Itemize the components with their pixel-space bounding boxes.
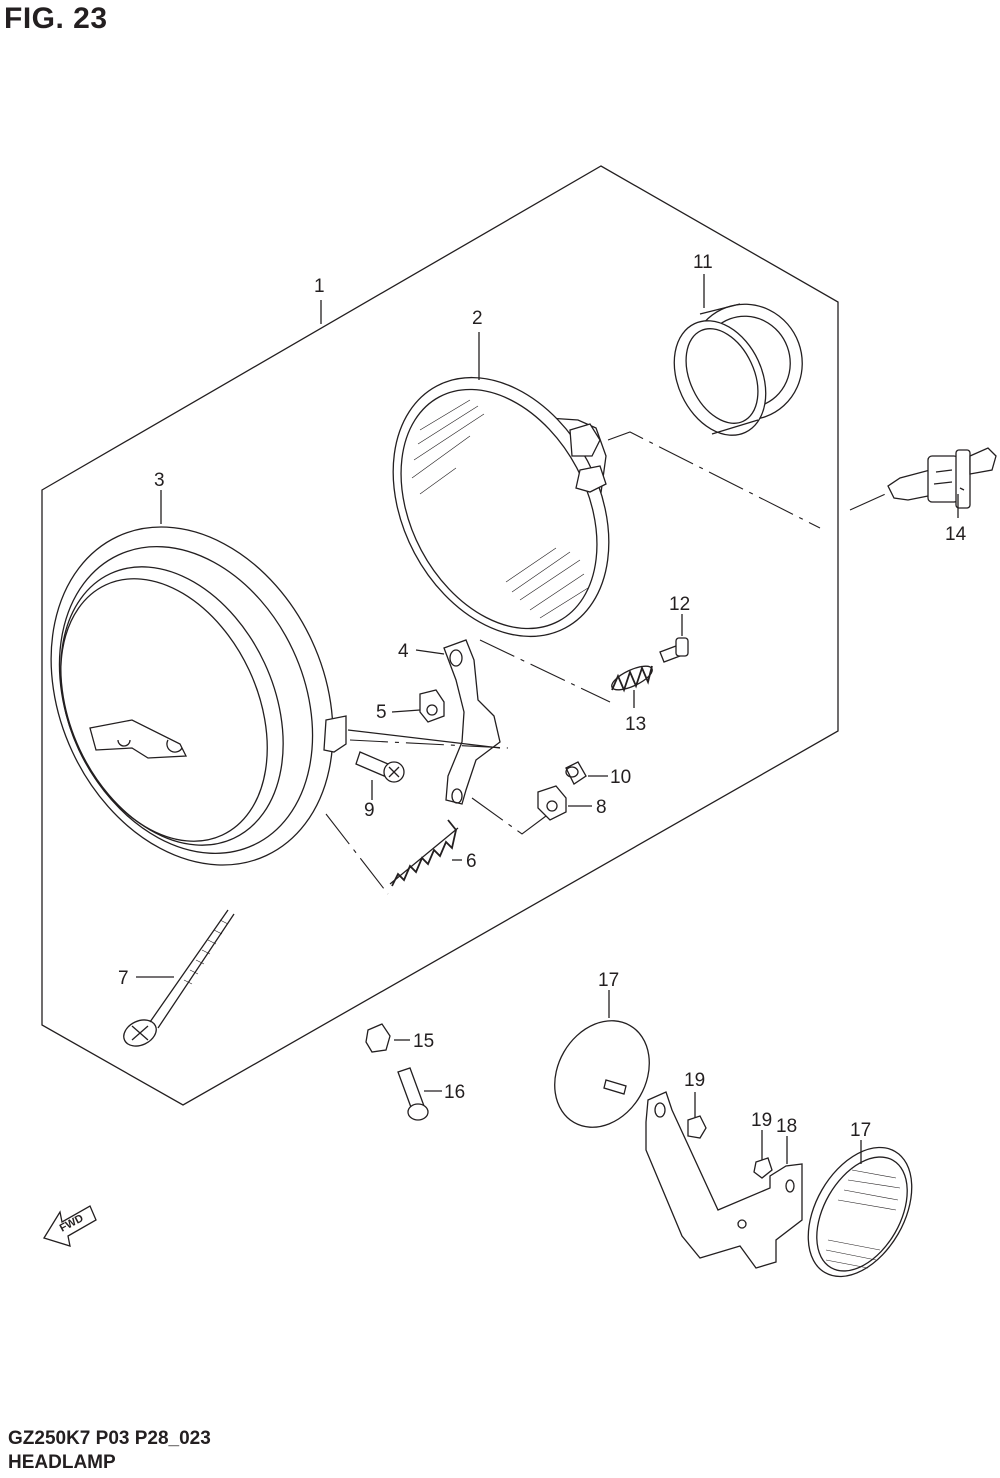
- model-code: GZ250K7 P03 P28_023: [8, 1428, 211, 1449]
- spring-part-6[interactable]: [389, 819, 459, 887]
- nut-part-5[interactable]: [419, 689, 445, 723]
- assembly-line-bracket: [347, 729, 501, 749]
- reflector-back-part[interactable]: [536, 1004, 668, 1145]
- spring-part-13[interactable]: [609, 661, 656, 694]
- leader-lines: [136, 274, 959, 1164]
- adjusting-bracket-part[interactable]: [443, 639, 501, 805]
- callout-15: 15: [413, 1031, 434, 1052]
- collar-part-10[interactable]: [565, 761, 587, 785]
- nut-part-8[interactable]: [537, 785, 567, 821]
- assembly-line-spring-6: [325, 813, 389, 895]
- bolt-part-16[interactable]: [397, 1067, 429, 1121]
- callout-14: 14: [945, 524, 967, 545]
- headlamp-rim-part[interactable]: [0, 481, 386, 912]
- callout-1: 1: [314, 276, 325, 297]
- headlamp-lens-unit-part[interactable]: [350, 340, 652, 674]
- callout-3: 3: [154, 470, 165, 491]
- headlamp-bulb-part[interactable]: [887, 447, 997, 509]
- assembly-line-bulb-right: [849, 491, 891, 511]
- callout-12: 12: [669, 594, 690, 615]
- fwd-arrow-icon: FWD: [43, 1205, 97, 1247]
- callout-13: 13: [625, 714, 646, 735]
- assembly-line-bulb: [607, 431, 821, 529]
- screw-part-9[interactable]: [355, 751, 405, 783]
- assembly-line-spring-13: [479, 639, 611, 703]
- reflector-part[interactable]: [787, 1129, 933, 1294]
- callout-7: 7: [118, 968, 129, 989]
- callout-16: 16: [444, 1082, 465, 1103]
- long-screw-part-7[interactable]: [120, 909, 235, 1051]
- callout-11: 11: [693, 252, 713, 273]
- callout-4: 4: [398, 641, 409, 662]
- callout-19b: 19: [751, 1110, 772, 1131]
- grommet-part-15[interactable]: [365, 1023, 391, 1053]
- assembly-line-nut-8: [471, 797, 547, 835]
- nut-part-19b[interactable]: [753, 1157, 773, 1179]
- assembly-boundary-box: [41, 165, 839, 1106]
- callout-8: 8: [596, 797, 607, 818]
- callout-17a: 17: [598, 970, 619, 991]
- callout-18: 18: [776, 1116, 797, 1137]
- assembly-line-screw-9: [349, 739, 509, 749]
- nut-part-19a[interactable]: [687, 1115, 707, 1139]
- callout-2: 2: [472, 308, 483, 329]
- callout-17b: 17: [850, 1120, 871, 1141]
- reflector-bracket-part[interactable]: [645, 1091, 803, 1269]
- assembly-name: HEADLAMP: [8, 1452, 116, 1473]
- callout-9: 9: [364, 800, 375, 821]
- callout-10: 10: [610, 767, 631, 788]
- callout-6: 6: [466, 851, 477, 872]
- socket-cover-part[interactable]: [657, 288, 819, 450]
- screw-part-12[interactable]: [659, 637, 689, 663]
- callout-19a: 19: [684, 1070, 705, 1091]
- figure-title: FIG. 23: [4, 2, 108, 35]
- callout-5: 5: [376, 702, 387, 723]
